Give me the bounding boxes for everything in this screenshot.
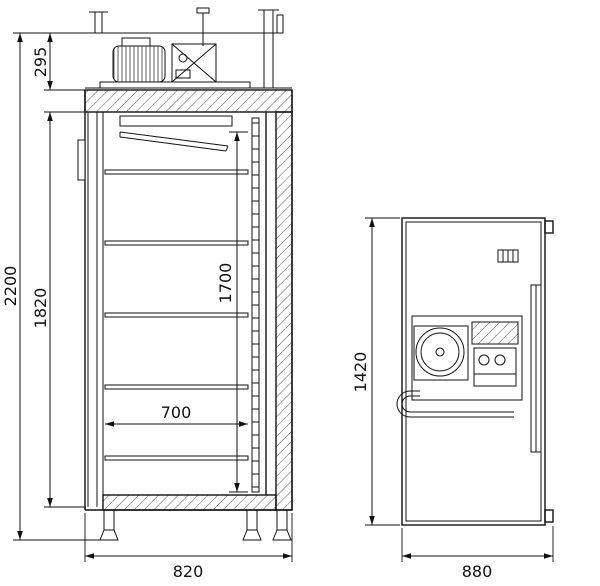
top-view-dimensions: 1420 880 (351, 217, 554, 581)
dim-top-unit-height: 295 (31, 47, 50, 78)
door-handle (77, 139, 86, 181)
pipe (401, 395, 514, 413)
dim-plan-overall-width: 880 (462, 562, 493, 581)
shelves (104, 169, 249, 461)
dim-interior-height: 1820 (31, 288, 50, 329)
terminal-box (471, 321, 519, 345)
legs (99, 509, 292, 541)
evaporator-unit (119, 115, 233, 152)
dim-overall-height: 2200 (1, 266, 20, 307)
door-hinge-top (544, 220, 554, 234)
top-view: 1420 880 (351, 217, 554, 581)
fan-circle (415, 327, 465, 377)
dim-label-underlay (216, 255, 233, 311)
cabinet-shell (84, 89, 293, 511)
dim-overall-width: 820 (173, 562, 204, 581)
shelf (104, 312, 249, 318)
pipe (396, 390, 514, 418)
side-duct-panel (530, 284, 542, 453)
shelf (104, 384, 249, 390)
front-view: 2200 295 1820 1700 700 820 (1, 7, 293, 581)
cabinet-door (77, 112, 104, 507)
plan-outline (401, 217, 554, 526)
machine-assembly (396, 315, 523, 418)
dim-shelf-zone-height: 1700 (216, 263, 235, 304)
front-dimensions: 2200 295 1820 1700 700 820 (1, 32, 293, 581)
dim-depth-height: 1420 (351, 352, 370, 393)
compressor-body (473, 347, 517, 387)
dim-shelf-width: 700 (161, 403, 192, 422)
door-hinge-bottom (544, 509, 554, 523)
shelf (104, 169, 249, 175)
shelf-rail (251, 117, 260, 493)
shelf (104, 455, 249, 461)
vent-grille (497, 249, 519, 263)
shelf (104, 240, 249, 246)
condensing-unit (85, 7, 292, 89)
